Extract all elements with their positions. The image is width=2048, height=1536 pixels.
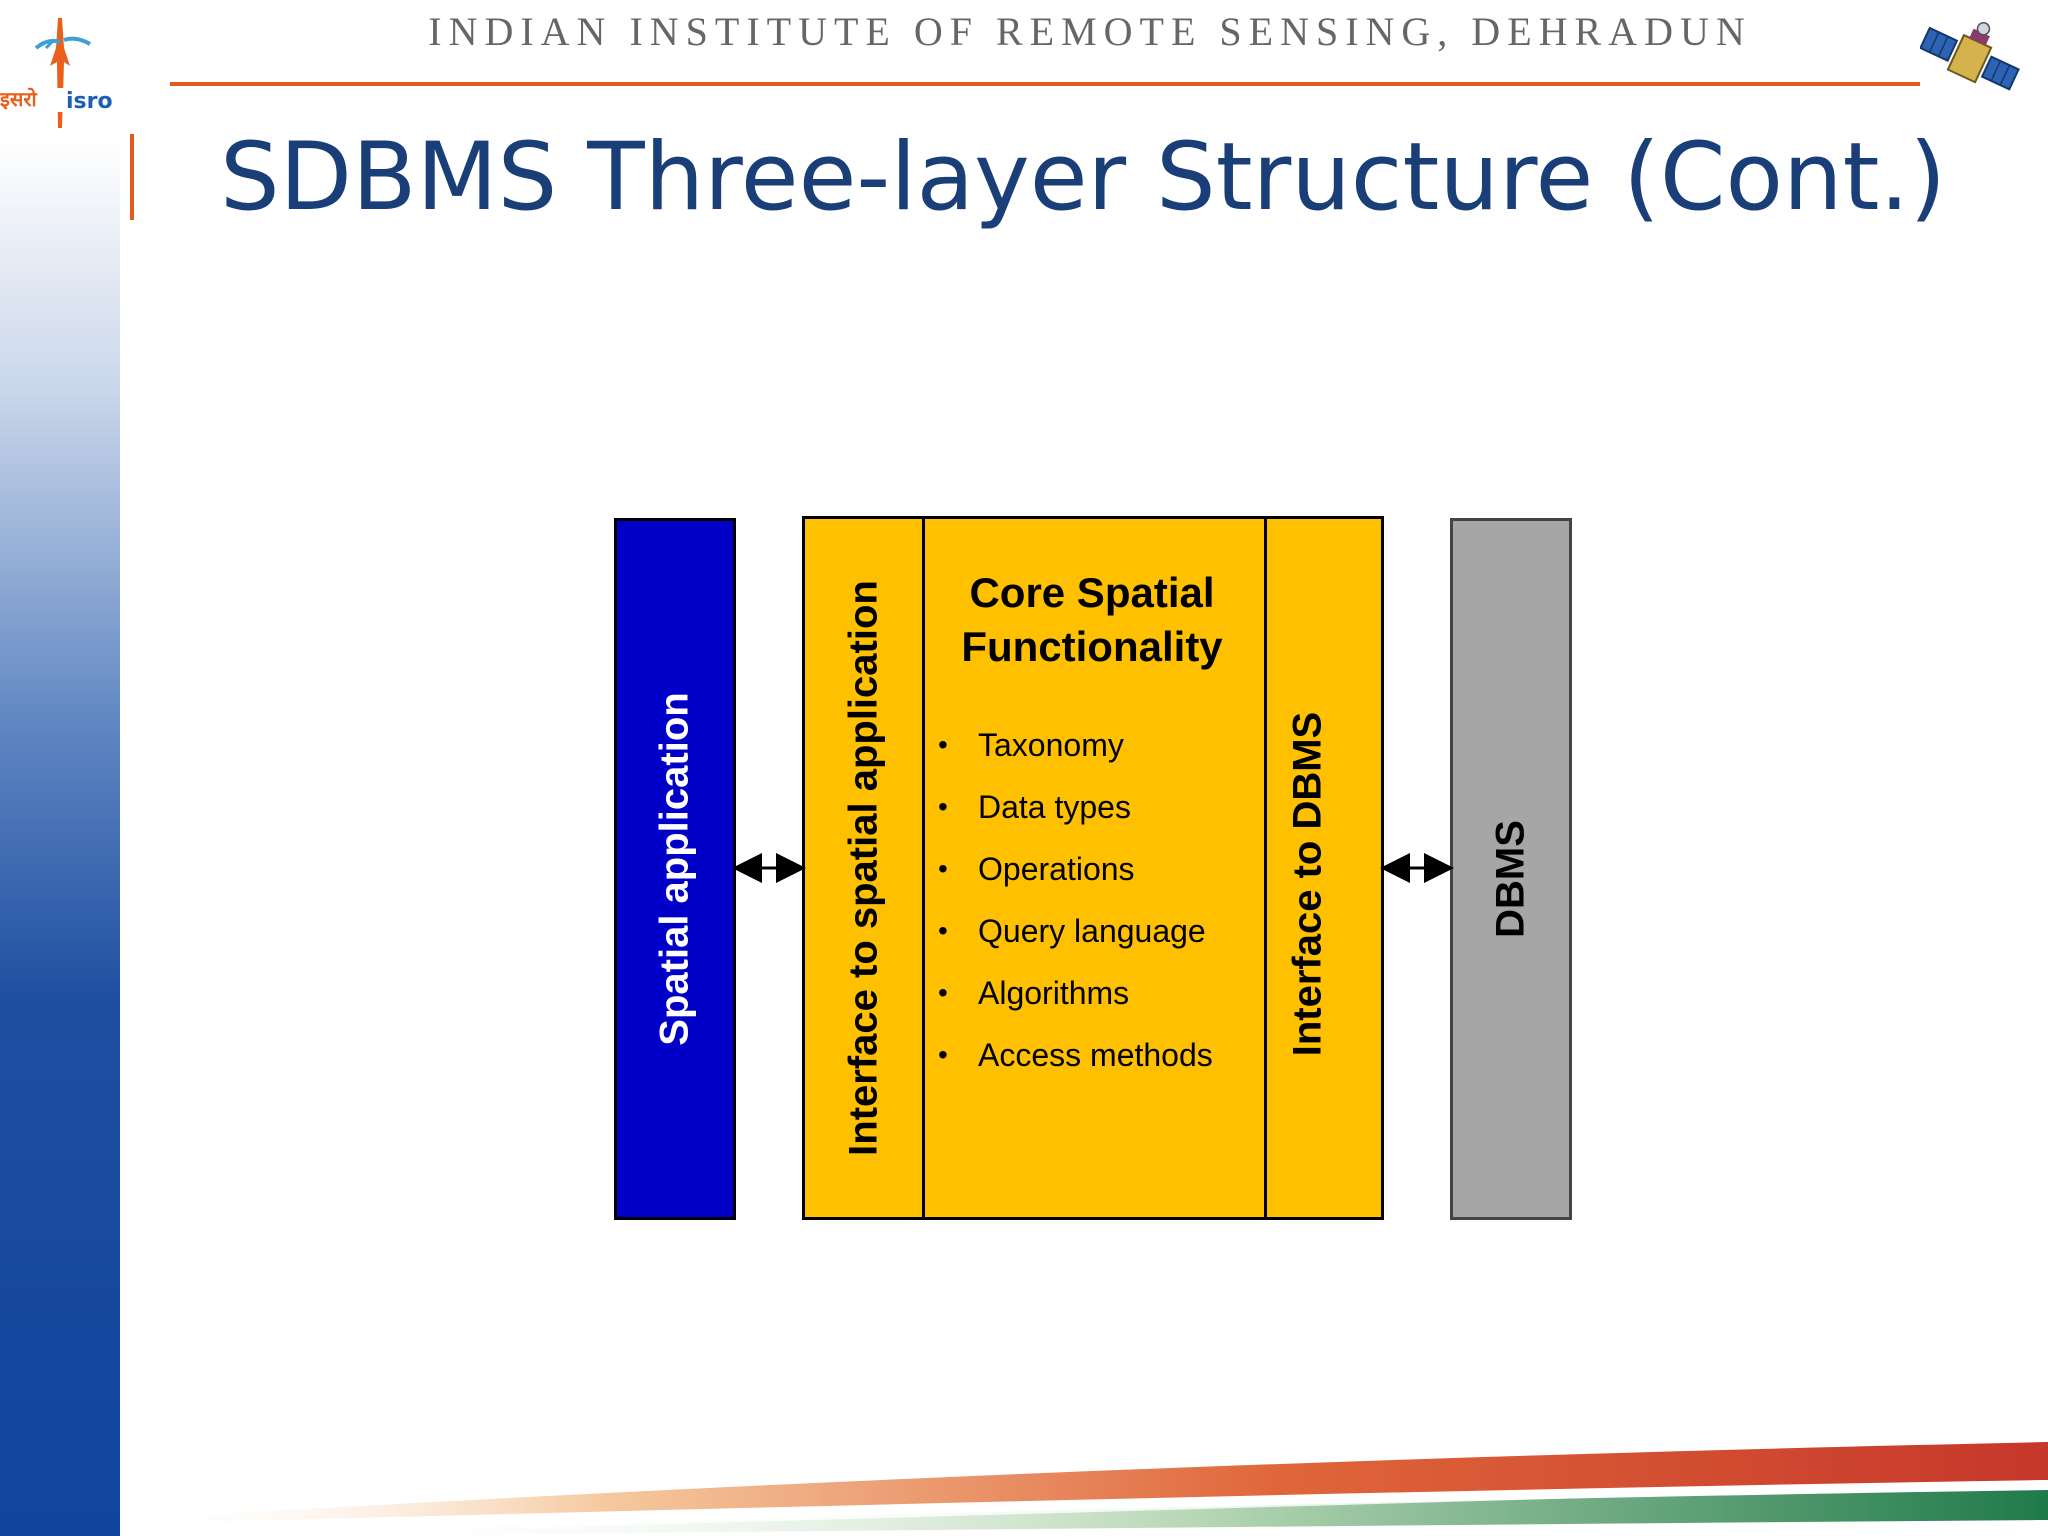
left-decorative-band: [0, 140, 120, 1536]
interface-spatial-divider: [922, 519, 925, 1217]
bullet: •: [938, 791, 948, 822]
list-item: • Algorithms: [938, 962, 1213, 1024]
satellite-icon: [1920, 22, 2020, 91]
list-item: • Data types: [938, 776, 1213, 838]
interface-spatial-application-label: Interface to spatial application: [841, 580, 886, 1156]
list-item-label: Access methods: [978, 1036, 1213, 1073]
core-functionality-list: • Taxonomy • Data types • Operations • Query…: [938, 714, 1213, 1086]
list-item-label: Data types: [978, 788, 1131, 825]
bullet: •: [938, 1039, 948, 1070]
list-item: • Operations: [938, 838, 1213, 900]
core-title-line-2: Functionality: [961, 623, 1223, 670]
footer-swoosh: [120, 1442, 2048, 1536]
header-rule: [170, 82, 1920, 86]
list-item-label: Algorithms: [978, 974, 1130, 1011]
slide-title: SDBMS Three-layer Structure (Cont.): [220, 123, 1947, 232]
spatial-application-box: [614, 518, 736, 1220]
list-item: • Access methods: [938, 1024, 1213, 1086]
list-item-label: Taxonomy: [978, 726, 1124, 763]
core-spatial-functionality-title: Core Spatial Functionality: [924, 566, 1260, 674]
list-item: • Query language: [938, 900, 1213, 962]
bullet: •: [938, 977, 948, 1008]
bullet: •: [938, 915, 948, 946]
institute-header: INDIAN INSTITUTE OF REMOTE SENSING, DEHR…: [428, 9, 1752, 54]
list-item-label: Operations: [978, 850, 1135, 887]
dbms-label: DBMS: [1488, 820, 1533, 938]
dbms-box: [1450, 518, 1572, 1220]
interface-dbms-divider: [1264, 519, 1267, 1217]
isro-rocket-icon: [34, 18, 91, 128]
bullet: •: [938, 729, 948, 760]
isro-logo-text: isro: [66, 89, 113, 114]
isro-logo: इसरो isro: [0, 18, 124, 128]
isro-logo-text-hindi: इसरो: [0, 87, 38, 111]
interface-dbms-label: Interface to DBMS: [1285, 711, 1330, 1057]
bullet: •: [938, 853, 948, 884]
list-item: • Taxonomy: [938, 714, 1213, 776]
title-marker: [130, 134, 134, 220]
spatial-application-label: Spatial application: [652, 692, 697, 1046]
list-item-label: Query language: [978, 912, 1206, 949]
core-title-line-1: Core Spatial: [969, 569, 1215, 616]
